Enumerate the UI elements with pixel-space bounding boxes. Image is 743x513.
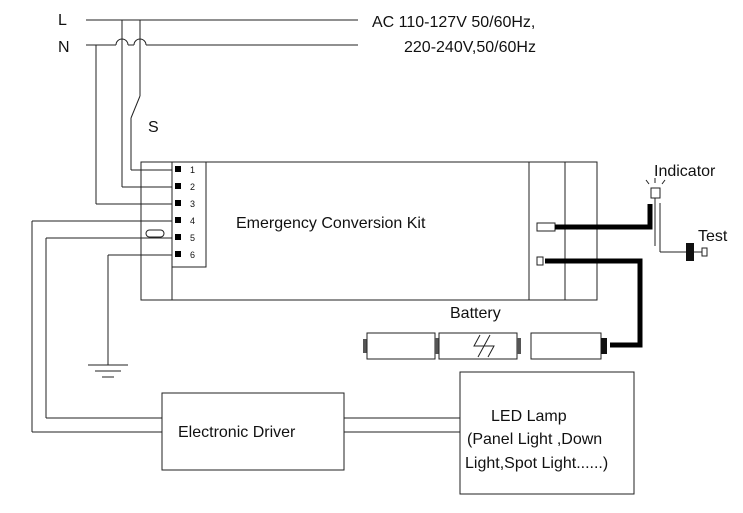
kit-title: Emergency Conversion Kit (236, 215, 426, 232)
pin-terminal (175, 183, 181, 189)
ground-icon (88, 364, 128, 378)
switch-label: S (148, 119, 159, 136)
pin-terminal (175, 251, 181, 257)
pin-number: 4 (190, 216, 195, 226)
pin-terminal (175, 166, 181, 172)
pin-numbers: 1 2 3 4 5 6 (190, 165, 195, 260)
driver-label: Electronic Driver (178, 424, 296, 441)
lamp-label-line1: LED Lamp (491, 408, 567, 425)
pin-terminal (175, 217, 181, 223)
driver-to-lamp-wires (344, 417, 460, 433)
test-label: Test (698, 228, 728, 245)
wire-crossovers (115, 38, 147, 46)
emergency-kit-box (140, 161, 598, 301)
fuse-symbol (145, 229, 165, 238)
supply-voltage-line2: 220-240V,50/60Hz (404, 39, 536, 56)
pin-terminals (175, 166, 181, 257)
battery-pack-icon (363, 332, 607, 360)
neutral-label: N (58, 39, 70, 56)
test-switch-icon (659, 203, 708, 261)
line-label: L (58, 12, 67, 29)
battery-label: Battery (450, 305, 501, 322)
pin-drop-wires (95, 20, 172, 205)
indicator-test-connectors (536, 204, 653, 348)
driver-output-wires (31, 220, 172, 433)
lamp-label-line2: (Panel Light ,Down (467, 431, 602, 448)
pin-terminal (175, 234, 181, 240)
mains-lines (86, 19, 358, 46)
indicator-label: Indicator (654, 163, 716, 180)
supply-voltage-line1: AC 110-127V 50/60Hz, (372, 14, 535, 31)
led-lamp-box (459, 371, 635, 495)
pin-number: 6 (190, 250, 195, 260)
indicator-led-icon (645, 178, 666, 246)
ground-wire (107, 254, 172, 365)
pin-number: 1 (190, 165, 195, 175)
lamp-label-line3: Light,Spot Light......) (465, 455, 608, 472)
pin-number: 2 (190, 182, 195, 192)
pin-terminal (175, 200, 181, 206)
pin-number: 3 (190, 199, 195, 209)
pin-number: 5 (190, 233, 195, 243)
